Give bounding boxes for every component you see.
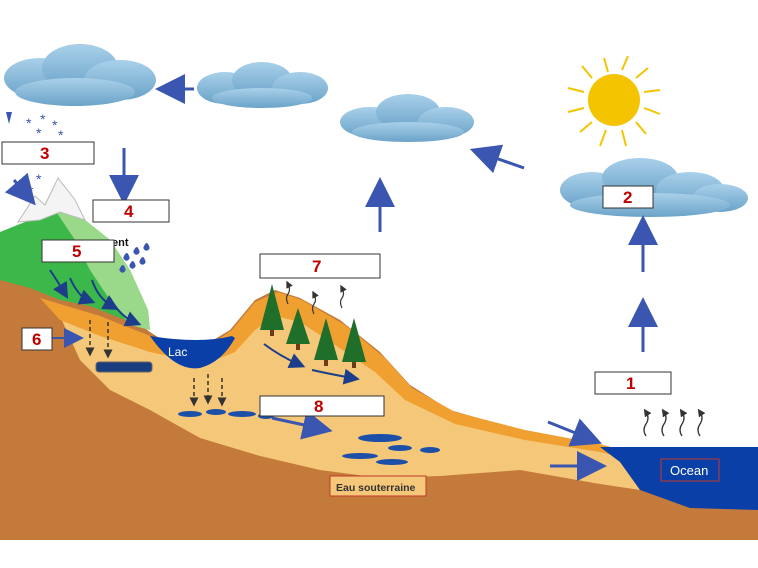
box-number-2: 2 [623, 188, 632, 207]
lake [150, 336, 235, 369]
answer-box-6[interactable]: 6 [21, 327, 53, 351]
box-number-6: 6 [32, 330, 41, 349]
tree-icon [260, 284, 284, 336]
svg-text:*: * [40, 111, 46, 127]
answer-box-4[interactable]: 4 [92, 199, 170, 223]
trees [260, 284, 366, 368]
svg-text:*: * [58, 127, 64, 143]
svg-text:*: * [36, 171, 42, 187]
cloud-middle [197, 62, 328, 108]
tree-icon [286, 308, 310, 350]
box-number-7: 7 [312, 257, 321, 276]
rain-drops-icon [119, 243, 150, 273]
answer-box-7[interactable]: 7 [259, 253, 381, 279]
box-number-4: 4 [124, 202, 134, 221]
infiltration-arrows [85, 320, 227, 407]
arrow-groundwater-flow [271, 410, 333, 440]
answer-box-5[interactable]: 5 [41, 239, 115, 263]
box-number-8: 8 [314, 397, 323, 416]
groundwater-pockets [95, 361, 440, 465]
cycle-arrows [4, 74, 658, 481]
ocean-label: Ocean [670, 463, 708, 478]
tree-icon [342, 318, 366, 368]
answer-box-3[interactable]: 3 [1, 141, 95, 165]
cloud-right-upper [340, 94, 474, 142]
runoff-arrows [49, 269, 360, 385]
box-number-3: 3 [40, 144, 49, 163]
answer-box-8[interactable]: 8 [259, 395, 385, 417]
sun-icon [567, 55, 661, 147]
evaporation-arrows [643, 408, 706, 437]
cloud-over-ocean [560, 158, 748, 217]
answer-box-2[interactable]: 2 [602, 185, 654, 209]
cloud-left [4, 44, 156, 106]
svg-text:*: * [52, 117, 58, 133]
svg-text:*: * [36, 125, 42, 141]
groundwater-label-box: Eau souterraine [329, 475, 427, 497]
arrow-snow-melt [4, 172, 36, 206]
partial-label: ent [112, 237, 129, 249]
snow-peak [17, 177, 86, 223]
lake-label: Lac [168, 345, 187, 359]
box-number-1: 1 [626, 374, 635, 393]
groundwater-label: Eau souterraine [336, 482, 416, 494]
arrow-runoff-to-ocean [547, 418, 602, 447]
svg-text:*: * [28, 183, 34, 199]
snowfall-marker [6, 112, 12, 124]
clouds [4, 44, 748, 217]
tree-icon [314, 318, 338, 366]
answer-box-1[interactable]: 1 [594, 371, 672, 395]
box-number-5: 5 [72, 242, 81, 261]
svg-text:*: * [26, 115, 32, 131]
ocean-label-box: Ocean [660, 458, 720, 482]
transpiration-arrows [285, 280, 347, 315]
arrow-to-upper-cloud [469, 144, 525, 174]
